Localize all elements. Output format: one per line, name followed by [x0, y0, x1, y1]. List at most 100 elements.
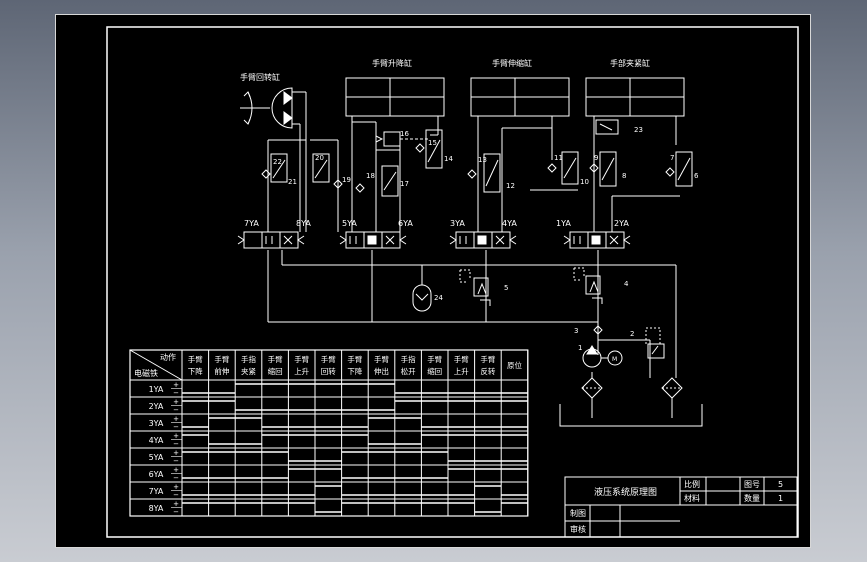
table-plus-sign: + [173, 449, 179, 457]
table-header-9-bottom: 松开 [401, 366, 416, 376]
num-3: 3 [574, 327, 578, 335]
label-2ya: 2YA [614, 219, 629, 228]
table-header-3-top: 手指 [241, 354, 256, 364]
throttle-valve-20-19 [312, 153, 343, 189]
valve-9-8 [589, 151, 617, 187]
lift-cylinder [345, 77, 445, 122]
table-plus-sign: + [173, 466, 179, 474]
pump-1 [582, 345, 608, 368]
relief-valve-2 [645, 327, 665, 359]
num-14: 14 [444, 155, 453, 163]
table-header-2-bottom: 前伸 [214, 366, 229, 376]
table-header-9-top: 手指 [401, 354, 416, 364]
label-3ya: 3YA [450, 219, 465, 228]
num-12: 12 [506, 182, 515, 190]
num-18: 18 [366, 172, 375, 180]
label-lift-cylinder: 手臂升降缸 [372, 58, 412, 68]
valve-5ya-6ya [339, 231, 407, 249]
table-row-label-3ya: 3YA [149, 419, 164, 428]
num-23: 23 [634, 126, 643, 134]
num-20: 20 [315, 154, 324, 162]
table-header-6-top: 手臂 [321, 354, 336, 364]
table-header-12-top: 手臂 [480, 354, 495, 364]
num-13: 13 [478, 156, 487, 164]
label-4ya: 4YA [502, 219, 517, 228]
table-header-10-top: 手臂 [427, 354, 442, 364]
rotary-actuator [240, 87, 293, 129]
table-minus-sign: − [173, 440, 179, 448]
num-8: 8 [622, 172, 626, 180]
check-valve-3 [593, 325, 603, 335]
num-24: 24 [434, 294, 443, 302]
relief-valve-5 [459, 269, 491, 306]
num-21: 21 [288, 178, 297, 186]
num-6: 6 [694, 172, 699, 180]
label-clamp-cylinder: 手部夹紧缸 [610, 58, 650, 68]
table-minus-sign: − [173, 508, 179, 516]
table-minus-sign: − [173, 457, 179, 465]
table-header-4-top: 手臂 [268, 354, 283, 364]
valve-16 [375, 131, 428, 147]
oil-tank [559, 404, 703, 427]
num-7: 7 [670, 154, 674, 162]
motor-label: M [612, 356, 617, 363]
table-minus-sign: − [173, 491, 179, 499]
label-extend-cylinder: 手臂伸缩缸 [492, 58, 532, 68]
drawing-no-value: 5 [778, 480, 783, 489]
table-corner-top: 动作 [160, 352, 176, 362]
num-1: 1 [578, 344, 582, 352]
valve-1ya-2ya [563, 231, 631, 249]
pressure-switch-23 [595, 119, 619, 135]
solenoid-action-table: 动作电磁铁手臂下降手臂前伸手指夹紧手臂缩回手臂上升手臂回转手臂下降手臂伸出手指松… [129, 349, 529, 517]
valve-7ya-8ya [237, 231, 305, 249]
num-11: 11 [554, 154, 563, 162]
label-1ya: 1YA [556, 219, 571, 228]
valve-15-14 [415, 129, 443, 169]
table-minus-sign: − [173, 474, 179, 482]
throttle-valve-22-21 [261, 153, 288, 183]
table-minus-sign: − [173, 406, 179, 414]
table-plus-sign: + [173, 500, 179, 508]
sheet-inner-border [106, 26, 799, 538]
table-corner-bottom: 电磁铁 [134, 368, 158, 378]
title-block [564, 476, 798, 538]
num-5: 5 [504, 284, 508, 292]
table-header-12-bottom: 反转 [480, 366, 495, 376]
table-plus-sign: + [173, 415, 179, 423]
table-row-label-1ya: 1YA [149, 385, 164, 394]
valve-7-6 [665, 151, 693, 187]
table-header-11-top: 手臂 [454, 354, 469, 364]
title-text: 液压系统原理图 [594, 486, 657, 498]
sheet-outer-border [55, 14, 811, 548]
table-header-1-bottom: 下降 [188, 366, 203, 376]
table-header-4-bottom: 缩回 [268, 366, 283, 376]
table-row-label-5ya: 5YA [149, 453, 164, 462]
table-header-8-top: 手臂 [374, 354, 389, 364]
relief-valve-4 [573, 267, 603, 304]
label-7ya: 7YA [244, 219, 259, 228]
table-row-label-7ya: 7YA [149, 487, 164, 496]
table-plus-sign: + [173, 398, 179, 406]
table-header-7-bottom: 下降 [347, 366, 362, 376]
table-header-5-bottom: 上升 [294, 367, 309, 376]
valve-3ya-4ya [449, 231, 517, 249]
num-19: 19 [342, 176, 351, 184]
ratio-label: 比例 [684, 479, 700, 489]
drawn-label: 制图 [570, 508, 586, 518]
num-4: 4 [624, 280, 629, 288]
table-header-10-bottom: 缩回 [427, 366, 442, 376]
num-15: 15 [428, 139, 437, 147]
drawing-no-label: 图号 [744, 480, 760, 489]
label-5ya: 5YA [342, 219, 357, 228]
table-header-8-bottom: 伸出 [374, 366, 389, 376]
label-6ya: 6YA [398, 219, 413, 228]
drawing-sheet [55, 14, 811, 548]
checked-label: 审核 [570, 524, 586, 534]
table-minus-sign: − [173, 389, 179, 397]
table-row-label-4ya: 4YA [149, 436, 164, 445]
accumulator-24 [412, 284, 432, 312]
num-9: 9 [594, 154, 598, 162]
table-header-2-top: 手臂 [214, 354, 229, 364]
pipe-network [267, 91, 680, 378]
